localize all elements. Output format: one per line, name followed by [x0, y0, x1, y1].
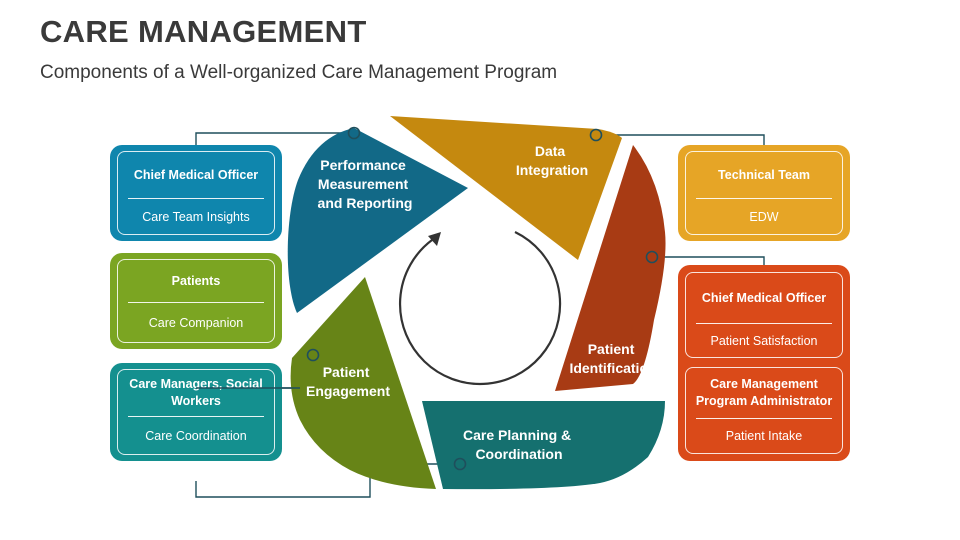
- card-divider: [696, 323, 832, 324]
- card-function: Care Team Insights: [142, 209, 250, 224]
- card-patients: Patients Care Companion: [110, 253, 282, 349]
- segment-label-patient-engagement: Patient Engagement: [306, 364, 390, 399]
- card-role: Patients: [171, 273, 221, 288]
- page-title: CARE MANAGEMENT: [40, 14, 367, 49]
- page-subtitle: Components of a Well-organized Care Mana…: [40, 62, 558, 83]
- card-program-administrator: Care Management Program Administrator Pa…: [685, 367, 843, 454]
- segment-performance-measurement: [287, 128, 468, 313]
- card-function: Patient Intake: [725, 429, 803, 443]
- card-function: Care Companion: [148, 315, 244, 330]
- segment-patient-identification: [555, 145, 666, 391]
- card-care-managers: Care Managers, Social Workers Care Coord…: [110, 363, 282, 461]
- segment-patient-engagement: [290, 277, 436, 489]
- card-divider: [128, 416, 264, 417]
- marker-performance: [347, 126, 361, 140]
- card-divider: [696, 418, 832, 419]
- card-technical-team: Technical Team EDW: [678, 145, 850, 241]
- card-divider: [696, 198, 832, 199]
- marker-data-integration: [589, 128, 603, 142]
- segment-care-planning: [422, 401, 665, 490]
- card-chief-medical-officer-left: Chief Medical Officer Care Team Insights: [110, 145, 282, 241]
- segment-label-data-integration: Data Integration: [516, 143, 588, 178]
- card-function: EDW: [749, 209, 779, 224]
- segment-markers: [306, 126, 659, 471]
- segment-label-care-planning: Care Planning & Coordination: [463, 427, 575, 462]
- card-orange-group: Chief Medical Officer Patient Satisfacti…: [678, 265, 850, 461]
- marker-patient-identification: [645, 250, 659, 264]
- card-function: Care Coordination: [145, 428, 247, 443]
- segment-label-patient-identification: Patient Identification: [569, 341, 656, 376]
- marker-care-planning: [453, 457, 467, 471]
- card-divider: [128, 198, 264, 199]
- segment-data-integration: [390, 116, 622, 260]
- card-role: Technical Team: [718, 167, 810, 182]
- card-chief-medical-officer-right: Chief Medical Officer Patient Satisfacti…: [685, 272, 843, 358]
- marker-patient-engagement: [306, 348, 320, 362]
- cycle-arrow-icon: [398, 231, 562, 386]
- card-divider: [128, 302, 264, 303]
- card-role: Chief Medical Officer: [701, 290, 827, 305]
- segment-label-performance: Performance Measurement and Reporting: [318, 157, 413, 211]
- card-role: Care Managers, Social Workers: [129, 377, 263, 408]
- connector-performance: [195, 132, 354, 147]
- card-role: Chief Medical Officer: [133, 167, 259, 182]
- card-role: Care Management Program Administrator: [695, 377, 833, 408]
- card-function: Patient Satisfaction: [710, 333, 818, 348]
